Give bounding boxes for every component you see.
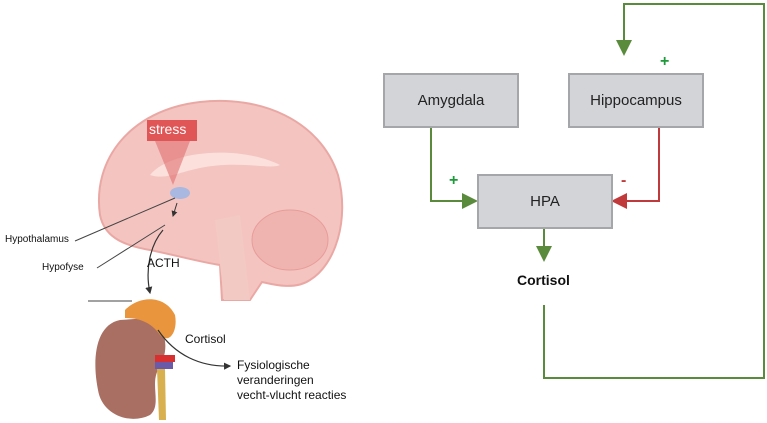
hypothalamus-pointer: [74, 197, 176, 242]
cortisol-illustration-label: Cortisol: [185, 332, 226, 346]
effect-line: vecht-vlucht reacties: [237, 388, 347, 402]
brain-illustration: [74, 99, 344, 301]
cortisol-arrow: [157, 329, 232, 370]
amygdala-plus-sign: +: [449, 172, 459, 189]
feedback-plus-sign: +: [660, 53, 670, 70]
cortisol-feedback-arrow: [543, 3, 765, 379]
hypofyse-label: Hypofyse: [42, 262, 84, 273]
acth-arrow: [145, 229, 164, 295]
hypofyse-pointer: [96, 224, 166, 269]
amygdala-box: Amygdala: [383, 73, 519, 128]
hpa-box: HPA: [477, 174, 613, 229]
acth-label: ACTH: [147, 256, 180, 270]
hippocampus-to-hpa-arrow: [611, 127, 660, 209]
hippocampus-box: Hippocampus: [568, 73, 704, 128]
amygdala-to-hpa-arrow: [430, 127, 478, 209]
hypothalamus-label: Hypothalamus: [5, 234, 69, 245]
hypothalamus-region: [170, 187, 190, 199]
hippocampus-minus-sign: -: [621, 172, 627, 189]
effect-line: veranderingen: [237, 373, 314, 387]
kidney-illustration: [88, 299, 232, 420]
effect-label: Fysiologische veranderingen vecht-vlucht…: [237, 358, 346, 403]
adrenal-gland: [125, 299, 176, 339]
stress-label: stress: [149, 121, 187, 137]
effect-line: Fysiologische: [237, 358, 310, 372]
stress-box: [147, 120, 197, 141]
stress-arrow: [155, 141, 190, 185]
cortisol-label: Cortisol: [517, 272, 570, 288]
